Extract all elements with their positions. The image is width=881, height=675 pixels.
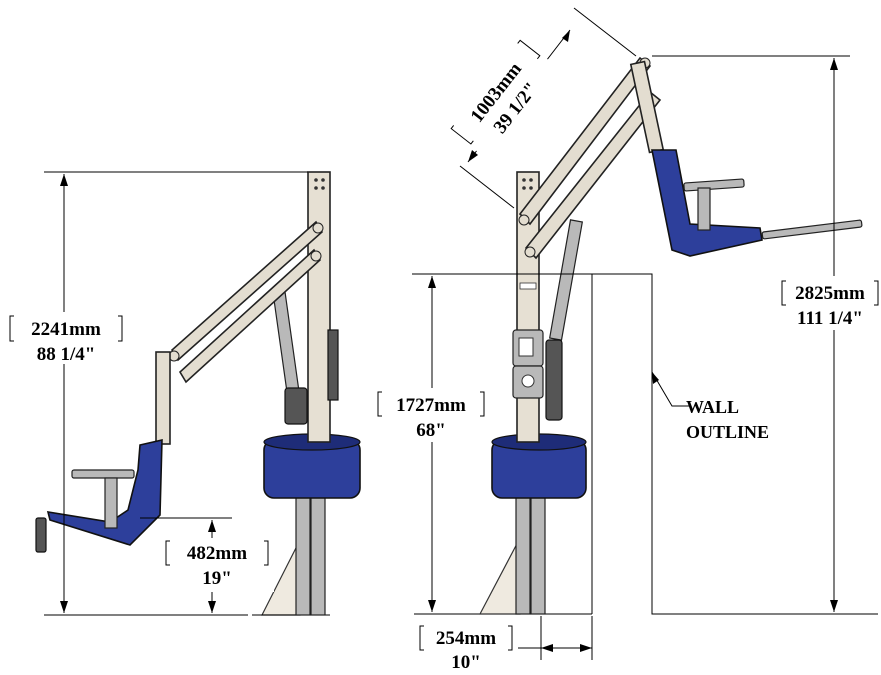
- right-total-imperial: 111 1/4": [797, 308, 863, 329]
- right-footrest: [761, 219, 863, 240]
- left-control-box: [327, 329, 339, 401]
- left-lift-assembly: [35, 171, 361, 616]
- right-stand-leg: [515, 496, 531, 615]
- right-lower-arm: [524, 90, 662, 260]
- left-upper-arm: [170, 220, 324, 362]
- left-actuator: [272, 290, 300, 394]
- right-wall-height-dimension: 1727mm 68": [376, 273, 592, 612]
- wall-label-line2: OUTLINE: [686, 422, 769, 442]
- left-height-metric: 2241mm: [31, 319, 101, 340]
- right-total-metric: 2825mm: [795, 283, 865, 304]
- wall-label-line1: WALL: [686, 397, 739, 417]
- left-seat: [46, 438, 163, 546]
- right-offset-metric: 254mm: [436, 628, 496, 649]
- left-main-post: [307, 171, 331, 443]
- left-armrest: [71, 469, 135, 479]
- right-lift-assembly: [414, 56, 878, 615]
- right-wall-imperial: 68": [416, 420, 446, 441]
- left-footrest: [35, 517, 47, 553]
- right-actuator: [548, 219, 584, 341]
- left-seat-metric: 482mm: [187, 543, 247, 564]
- right-base-skirt: [479, 537, 521, 615]
- wall-outline-label: WALL OUTLINE: [651, 371, 769, 442]
- right-total-height-dimension: 2825mm 111 1/4": [652, 55, 880, 612]
- left-stand-leg: [295, 496, 311, 616]
- left-height-dimension: 2241mm 88 1/4": [9, 171, 308, 616]
- left-seat-imperial: 19": [202, 568, 232, 589]
- right-wall-metric: 1727mm: [396, 395, 466, 416]
- right-offset-imperial: 10": [451, 652, 481, 673]
- left-height-imperial: 88 1/4": [37, 344, 96, 365]
- left-lower-arm: [178, 248, 322, 384]
- left-stand-leg-2: [310, 496, 326, 616]
- right-drop-bar: [629, 60, 665, 154]
- left-seat-dimension: 482mm 19": [140, 517, 274, 613]
- wall-outline: [591, 273, 878, 615]
- right-armrest: [683, 178, 745, 192]
- left-drop-bar: [155, 351, 171, 445]
- right-seat: [651, 149, 763, 257]
- right-offset-dimension: 254mm 10": [414, 616, 593, 674]
